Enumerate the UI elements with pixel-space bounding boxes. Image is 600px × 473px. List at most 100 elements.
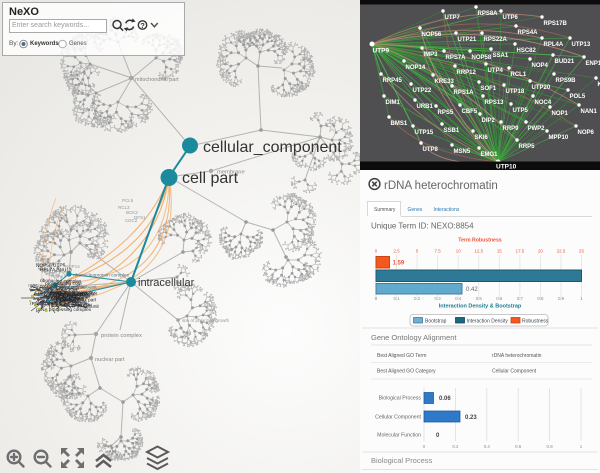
svg-text:RRP5: RRP5 xyxy=(519,144,536,150)
svg-text:0.4: 0.4 xyxy=(484,444,491,449)
svg-text:large subunit precursor: large subunit precursor xyxy=(34,292,83,298)
svg-text:RPS9B: RPS9B xyxy=(556,78,577,84)
svg-text:DIP2: DIP2 xyxy=(482,118,496,124)
svg-text:Summary: Summary xyxy=(374,207,396,213)
svg-text:Best Aligned GO Category: Best Aligned GO Category xyxy=(377,369,436,375)
svg-text:25: 25 xyxy=(579,249,584,254)
svg-text:15: 15 xyxy=(497,249,502,254)
svg-text:Cellular Component: Cellular Component xyxy=(492,369,537,375)
svg-text:UTP8: UTP8 xyxy=(423,147,439,153)
svg-text:SSA1: SSA1 xyxy=(493,53,509,59)
svg-text:Molecular Function: Molecular Function xyxy=(377,433,421,439)
svg-text:preribosome: preribosome xyxy=(60,298,87,305)
svg-text:ribonucleoprotein complex: ribonucleoprotein complex xyxy=(73,273,130,279)
svg-text:SSB1: SSB1 xyxy=(444,128,460,134)
svg-text:ribosomal subunit precursor: ribosomal subunit precursor xyxy=(38,290,98,297)
svg-text:0.2: 0.2 xyxy=(414,296,421,301)
svg-text:1: 1 xyxy=(580,444,583,449)
svg-text:NOP14: NOP14 xyxy=(406,65,426,71)
svg-text:0.8: 0.8 xyxy=(537,296,544,301)
svg-text:subunit complex part: subunit complex part xyxy=(52,297,97,304)
svg-text:MSN5: MSN5 xyxy=(454,149,471,155)
svg-text:Robustness: Robustness xyxy=(522,319,549,325)
svg-text:BMS1: BMS1 xyxy=(391,121,408,127)
svg-text:0.8: 0.8 xyxy=(547,444,554,449)
svg-text:UTP15: UTP15 xyxy=(415,130,434,136)
svg-text:RPS7A: RPS7A xyxy=(446,55,467,61)
svg-text:subunit precursor: subunit precursor xyxy=(55,302,93,309)
svg-text:UTP4: UTP4 xyxy=(488,68,504,74)
svg-text:NOP58: NOP58 xyxy=(472,55,492,61)
svg-text:RPS8A: RPS8A xyxy=(478,11,499,17)
svg-text:NOP56: NOP56 xyxy=(422,32,442,38)
svg-text:0.6: 0.6 xyxy=(496,296,503,301)
svg-text:nucleolar complex: nucleolar complex xyxy=(38,298,77,305)
svg-text:RPS1A: RPS1A xyxy=(42,269,57,274)
svg-text:CBF5: CBF5 xyxy=(462,109,478,115)
svg-text:0: 0 xyxy=(375,249,378,254)
svg-text:UTP7: UTP7 xyxy=(445,15,461,21)
svg-text:0: 0 xyxy=(436,433,440,439)
svg-text:KR: KR xyxy=(598,82,600,88)
svg-text:RPS13: RPS13 xyxy=(485,100,505,106)
svg-text:rRNA complex: rRNA complex xyxy=(30,301,61,307)
svg-text:20: 20 xyxy=(538,249,543,254)
svg-text:cell part: cell part xyxy=(182,170,239,187)
svg-text:0.4: 0.4 xyxy=(455,296,462,301)
svg-text:0.9: 0.9 xyxy=(558,296,565,301)
svg-text:90S processome: 90S processome xyxy=(44,295,80,302)
svg-text:PCL5: PCL5 xyxy=(122,198,134,203)
svg-text:RPL4A: RPL4A xyxy=(544,42,564,48)
svg-text:ribosomal subunit: ribosomal subunit xyxy=(59,285,97,291)
svg-text:90S preribosome: 90S preribosome xyxy=(30,283,67,290)
svg-text:DIM1: DIM1 xyxy=(386,100,401,106)
svg-text:Biological Process: Biological Process xyxy=(379,396,422,402)
svg-text:Cellular Component: Cellular Component xyxy=(375,415,421,421)
svg-text:ENP1: ENP1 xyxy=(586,61,600,67)
svg-text:5: 5 xyxy=(416,249,419,254)
svg-text:Interactions: Interactions xyxy=(434,207,460,213)
svg-text:UTP5: UTP5 xyxy=(513,108,529,114)
svg-text:0.1: 0.1 xyxy=(394,296,401,301)
svg-text:UTP18: UTP18 xyxy=(506,89,525,95)
svg-text:NOP4: NOP4 xyxy=(532,63,549,69)
svg-text:Interaction Density & Bootstra: Interaction Density & Bootstrap xyxy=(439,304,522,310)
svg-text:nucleolar ribosome: nucleolar ribosome xyxy=(47,300,88,307)
svg-text:NOP6: NOP6 xyxy=(578,130,595,136)
svg-text:RPS22A: RPS22A xyxy=(484,37,508,43)
svg-text:Genes: Genes xyxy=(408,207,423,213)
svg-text:preribosome, large subunit: preribosome, large subunit xyxy=(42,302,100,310)
svg-text:RPS1A: RPS1A xyxy=(454,90,475,96)
svg-text:RCL1: RCL1 xyxy=(511,72,527,78)
svg-text:SKI6: SKI6 xyxy=(475,135,489,141)
svg-text:rRNA subunit: rRNA subunit xyxy=(56,296,85,303)
svg-text:Biological Process: Biological Process xyxy=(371,456,433,465)
svg-text:NOP1: NOP1 xyxy=(552,111,569,117)
svg-text:RRP12: RRP12 xyxy=(457,70,477,76)
svg-text:0.6: 0.6 xyxy=(515,444,522,449)
svg-text:RPL7A SNU13: RPL7A SNU13 xyxy=(40,267,72,274)
svg-text:rDNA heterochromatin: rDNA heterochromatin xyxy=(384,180,498,192)
svg-text:Gene Ontology Alignment: Gene Ontology Alignment xyxy=(371,333,457,342)
svg-text:POL5: POL5 xyxy=(570,94,586,100)
svg-text:mitochondrial part: mitochondrial part xyxy=(135,77,179,83)
svg-text:0: 0 xyxy=(375,296,378,301)
svg-text:rDNA heterochromatin: rDNA heterochromatin xyxy=(492,353,542,359)
svg-text:NOP58 UTP6: NOP58 UTP6 xyxy=(36,262,66,269)
svg-text:rRNA core complex: rRNA core complex xyxy=(49,294,91,301)
svg-text:KRE33: KRE33 xyxy=(435,79,455,85)
svg-text:RRP9: RRP9 xyxy=(503,126,520,132)
svg-text:1: 1 xyxy=(580,296,583,301)
svg-text:RPS4A: RPS4A xyxy=(518,30,539,36)
svg-text:processome subunit: processome subunit xyxy=(44,289,88,297)
svg-text:site of polarized growth: site of polarized growth xyxy=(182,318,230,323)
svg-text:0.5: 0.5 xyxy=(476,296,483,301)
svg-text:MPP10: MPP10 xyxy=(549,135,569,141)
svg-text:BCK2: BCK2 xyxy=(126,210,138,215)
svg-text:membrane: membrane xyxy=(217,170,245,176)
svg-text:PWP2: PWP2 xyxy=(528,126,546,132)
svg-text:7.5: 7.5 xyxy=(435,249,442,254)
svg-text:12.5: 12.5 xyxy=(475,249,484,254)
svg-text:2.5: 2.5 xyxy=(394,249,401,254)
svg-text:ribosome biogenesis: ribosome biogenesis xyxy=(46,293,91,299)
